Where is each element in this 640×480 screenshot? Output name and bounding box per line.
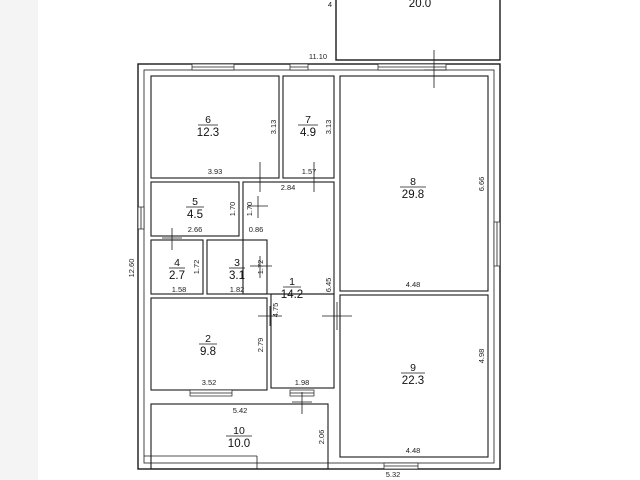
- dim-room-8-width: 4.48: [406, 280, 421, 289]
- dim-room-5-opening: 0.86: [249, 225, 264, 234]
- room-3-number: 3: [234, 257, 240, 269]
- dim-room-4-height: 1.72: [192, 260, 201, 275]
- room-6: [150, 75, 280, 179]
- room-2-area: 9.8: [200, 346, 216, 358]
- room-8: [339, 75, 489, 292]
- room-8-number: 8: [410, 176, 416, 188]
- dim-bottom: 5.32: [386, 470, 401, 479]
- dim-room-1-width: 1.98: [295, 378, 310, 387]
- dim-room-8-height: 6.66: [477, 177, 486, 192]
- room-9-number: 9: [410, 362, 416, 374]
- dim-room-7-height: 3.13: [324, 120, 333, 135]
- room-2-number: 2: [205, 333, 211, 345]
- dim-room-9-width: 4.48: [406, 446, 421, 455]
- dim-hall-top: 2.84: [281, 183, 296, 192]
- dim-room-1-lower: 4.75: [271, 303, 280, 318]
- dim-annex: 4: [328, 0, 332, 9]
- room-10: [150, 403, 329, 470]
- room-3-area: 3.1: [229, 270, 245, 282]
- room-7-number: 7: [305, 114, 311, 126]
- dim-room-4-width: 1.58: [172, 285, 187, 294]
- room-4-area: 2.7: [169, 270, 185, 282]
- dim-room-5-width: 2.66: [188, 225, 203, 234]
- outer-walls-inner: [143, 69, 495, 464]
- dim-room-2-width: 3.52: [202, 378, 217, 387]
- door-marks: [162, 50, 446, 414]
- dim-room-1-height: 6.45: [324, 278, 333, 293]
- room-1-lower: [270, 293, 335, 389]
- room-5: [150, 181, 240, 237]
- room-5-area: 4.5: [187, 209, 203, 221]
- annex-area: 20.0: [409, 0, 431, 10]
- room-1-number: 1: [289, 276, 295, 288]
- room-8-area: 29.8: [402, 189, 424, 201]
- room-6-number: 6: [205, 114, 211, 126]
- dim-room-5-height-b: 1.70: [245, 202, 254, 217]
- room-10-number: 10: [233, 425, 245, 437]
- dim-room-6-height: 3.13: [269, 120, 278, 135]
- room-1-area: 14.2: [281, 289, 303, 301]
- dim-room-3-width: 1.82: [230, 285, 245, 294]
- room-4: [150, 239, 204, 295]
- room-10-area: 10.0: [228, 438, 250, 450]
- dim-room-10-width: 5.42: [233, 406, 248, 415]
- dim-room-3-height: 1.72: [256, 260, 265, 275]
- room-9: [339, 294, 489, 458]
- room-5-number: 5: [192, 196, 198, 208]
- annex-walls: [335, 0, 501, 61]
- dim-room-6-width: 3.93: [208, 167, 223, 176]
- room-7-area: 4.9: [300, 127, 316, 139]
- room-3: [206, 239, 268, 295]
- room-6-area: 12.3: [197, 127, 219, 139]
- dim-room-5-height-a: 1.70: [228, 202, 237, 217]
- dim-room-2-height: 2.79: [256, 338, 265, 353]
- dim-room-10-height: 2.06: [317, 430, 326, 445]
- dim-room-7-width: 1.57: [302, 167, 317, 176]
- dim-total-height: 12.60: [127, 259, 136, 278]
- dim-room-9-height: 4.98: [477, 349, 486, 364]
- room-4-number: 4: [174, 257, 180, 269]
- dim-total-width: 11.10: [309, 52, 327, 61]
- room-9-area: 22.3: [402, 375, 424, 387]
